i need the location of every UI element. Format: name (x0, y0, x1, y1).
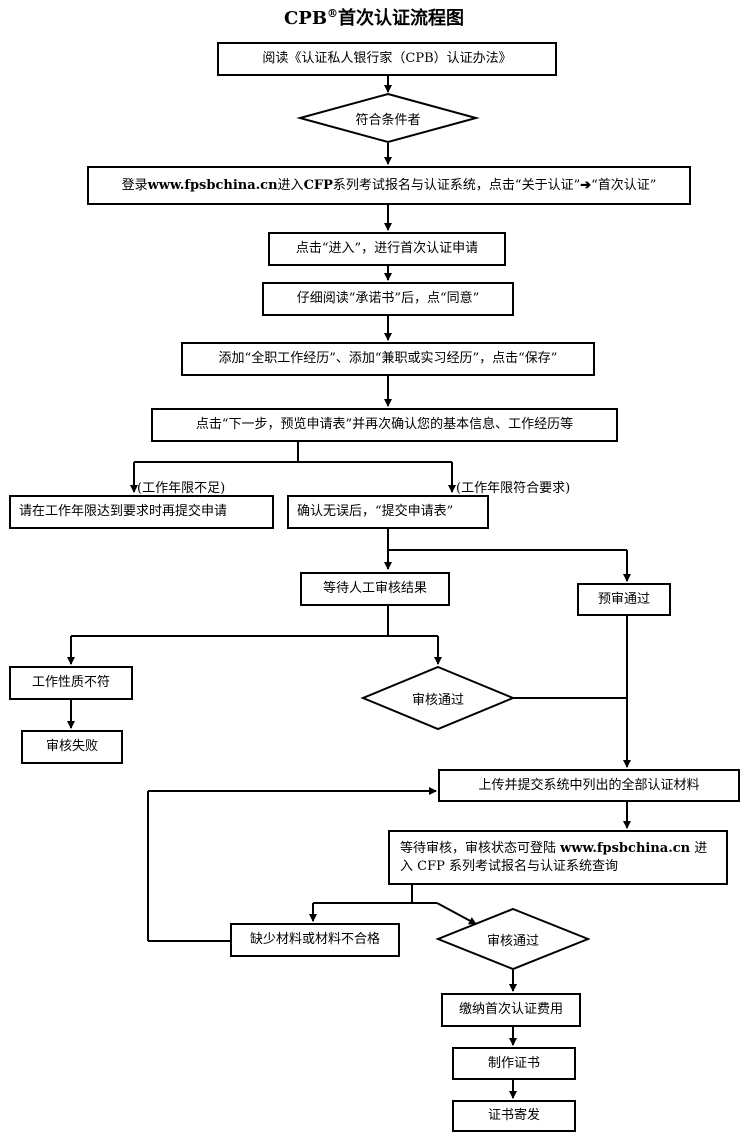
wait-status-box: 等待审核，审核状态可登陆 www.fpsbchina.cn 进入 CFP 系列考… (388, 830, 728, 885)
read-rules-box: 阅读《认证私人银行家（CPB）认证办法》 (217, 42, 557, 76)
promise-box: 仔细阅读“承诺书”后，点“同意” (262, 282, 514, 316)
missing-materials-box: 缺少材料或材料不合格 (230, 923, 400, 957)
eligible-diamond (296, 92, 480, 144)
review-pass-label-1: 审核通过 (411, 692, 464, 708)
pay-fee-box: 缴纳首次认证费用 (441, 993, 581, 1027)
upload-box: 上传并提交系统中列出的全部认证材料 (438, 769, 740, 802)
branch-label-qualified: (工作年限符合要求) (456, 481, 571, 496)
submit-box: 确认无误后，“提交申请表” (287, 495, 489, 529)
branch-label-insufficient: (工作年限不足) (137, 481, 226, 496)
mail-certificate-box: 证书寄发 (452, 1100, 576, 1132)
next-step-box: 点击“下一步，预览申请表”并再次确认您的基本信息、工作经历等 (151, 408, 618, 442)
review-pass-diamond-1 (360, 665, 516, 731)
make-certificate-box: 制作证书 (452, 1047, 576, 1080)
page-title: CPB®首次认证流程图 (283, 7, 465, 29)
pre-pass-box: 预审通过 (577, 583, 671, 616)
add-experience-box: 添加“全职工作经历”、添加“兼职或实习经历”，点击“保存” (181, 342, 595, 376)
reapply-box: 请在工作年限达到要求时再提交申请 (9, 495, 274, 529)
review-pass-label-2: 审核通过 (486, 933, 539, 949)
wait-review-box: 等待人工审核结果 (300, 572, 450, 606)
eligible-label: 符合条件者 (355, 112, 421, 128)
enter-box: 点击“进入”，进行首次认证申请 (268, 232, 506, 266)
fail-box: 审核失败 (21, 730, 123, 764)
login-box: 登录 www.fpsbchina.cn 进入 CFP 系列考试报名与认证系统，点… (87, 166, 691, 205)
mismatch-box: 工作性质不符 (9, 666, 133, 700)
